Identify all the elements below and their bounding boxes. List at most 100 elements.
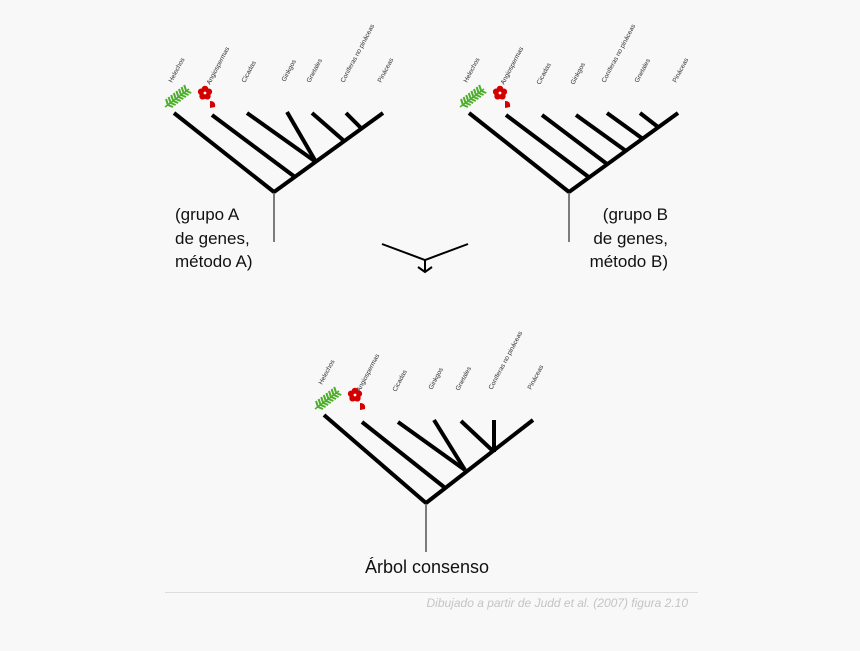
fern-stem [314,390,340,410]
tree-a-caption: (grupo A de genes, método A) [175,203,253,274]
tree-b-caption: (grupo B de genes, método B) [590,203,668,274]
branch [322,413,428,505]
branch [424,418,535,505]
petal [499,92,506,100]
branch [432,418,467,472]
caption-line: método A) [175,252,253,271]
branch [272,111,385,194]
fern-stem [164,88,190,108]
taxon-label: Helechos [318,358,337,386]
taxon-label: Pináceas [527,363,546,391]
branch [467,111,571,194]
branch [638,111,660,129]
consensus-caption: Árbol consenso [364,557,490,577]
fern-leaflet [460,98,469,108]
taxon-label: Angiospermas [500,45,526,86]
taxon-label: Ginkgos [570,61,588,86]
flower-icon [197,85,216,108]
fern-stem [459,88,485,108]
flower-bud [360,403,366,410]
fern-leaflet [167,96,176,106]
fern-leaflet [470,90,479,100]
flower-icon [492,85,511,108]
fern-leaflet [170,94,179,104]
fern-leaflet [473,88,482,98]
caption-line: de genes, [593,228,668,248]
fern-leaflet [475,86,484,96]
petal [492,88,500,96]
taxon-label: Coníferas no pináceas [488,330,525,391]
fern-leaflet [322,394,332,404]
taxon-label: Cicadas [241,59,259,84]
taxon-label: Pináceas [377,56,396,84]
fern-leaflet [333,386,342,396]
caption-line: de genes, [175,228,250,248]
taxon-label: Cicadas [392,368,410,393]
branch [540,113,609,166]
taxon-label: Ginkgos [428,366,446,391]
fern-icon [164,84,192,108]
fern-leaflet [180,86,189,96]
fern-leaflet [178,88,187,98]
flower-bud [505,101,511,108]
branch [504,113,592,180]
fern-leaflet [320,396,329,406]
branch [605,111,645,141]
taxon-label: Angiospermas [206,45,232,86]
petal [354,394,361,402]
fern-leaflet [465,94,474,104]
divider [165,592,698,593]
fern-leaflet [172,92,182,102]
fern-icon [314,386,342,410]
fern-leaflet [328,390,337,400]
branch [567,111,680,194]
taxon-label: Helechos [463,56,482,84]
fern-leaflet [317,398,326,408]
taxon-label: Helechos [168,56,187,84]
petal [347,390,355,398]
flower-center [203,91,207,95]
taxon-label: Ginkgos [281,58,299,83]
petal [204,92,211,100]
petal [197,88,205,96]
branch [210,113,297,179]
branch [396,420,467,472]
footer-credit: Dibujado a partir de Judd et al. (2007) … [426,596,689,610]
branch [344,111,363,130]
fern-leaflet [315,400,324,410]
branch [459,419,496,454]
fern-leaflet [467,92,477,102]
taxon-label: Cicadas [536,61,554,86]
fern-leaflet [462,96,471,106]
fern-leaflet [478,84,487,94]
branch [172,111,276,194]
flower-icon [347,387,366,410]
branch [285,110,318,164]
branch [310,111,345,142]
taxon-label: Gnetales [306,57,325,84]
fern-leaflet [165,98,174,108]
flower-center [498,91,502,95]
caption-line: (grupo B [602,205,668,224]
flower-bud [210,101,216,108]
caption-line: (grupo A [175,205,240,224]
merge-arrow-icon [381,243,469,274]
taxon-label: Gnetales [455,365,474,392]
taxon-label: Gnetales [634,57,653,84]
taxon-label: Pináceas [672,56,691,84]
branch [245,111,318,164]
fern-leaflet [330,388,339,398]
arrow-stroke [417,266,433,274]
fern-leaflet [325,392,334,402]
branch [360,420,446,489]
taxon-label: Angiospermas [356,352,382,393]
caption-line: método B) [589,252,668,271]
fern-icon [459,84,487,108]
taxon-label: Coníferas no pináceas [601,23,638,84]
fern-leaflet [183,84,192,94]
flower-center [353,393,357,397]
fern-leaflet [175,90,184,100]
taxon-label: Coníferas no pináceas [340,23,377,84]
